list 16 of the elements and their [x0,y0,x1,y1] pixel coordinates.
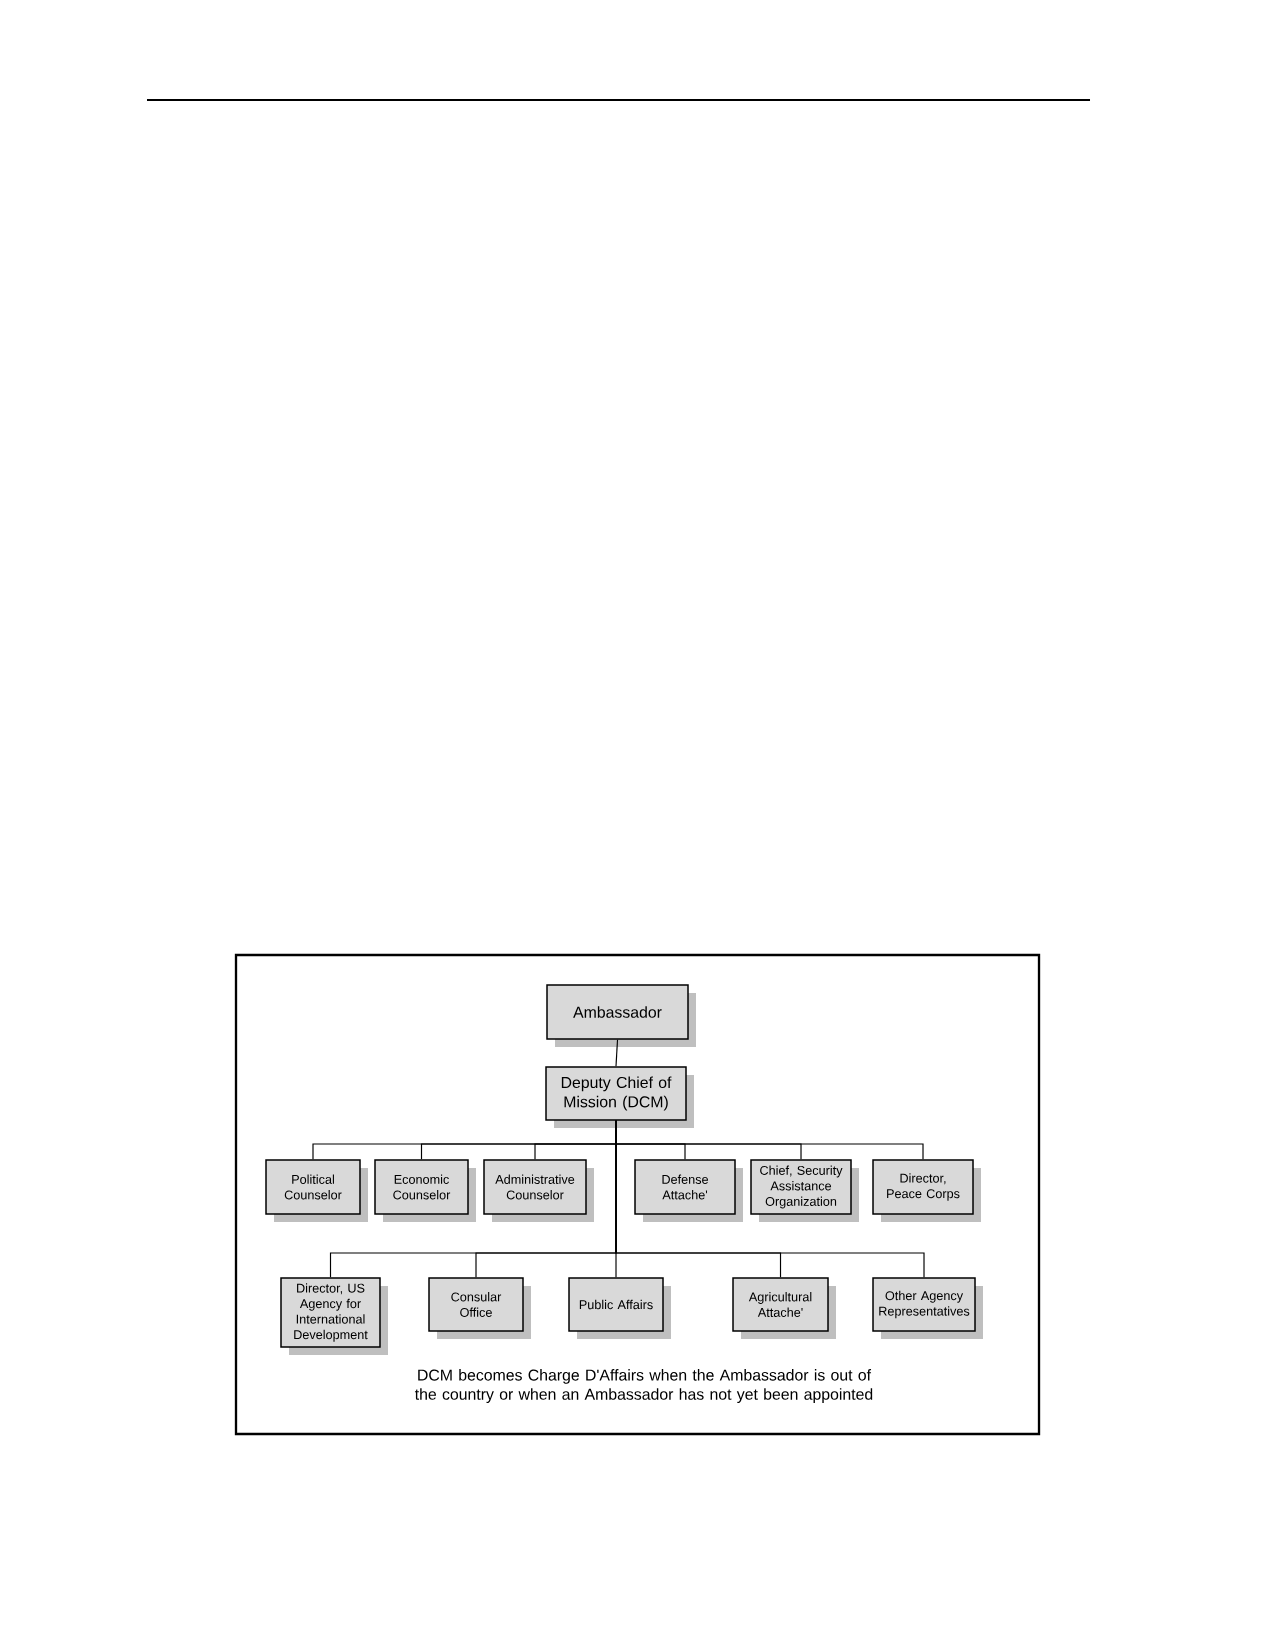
org-box: Political Counselor [265,1159,368,1222]
org-box: Defense Attache' [634,1159,743,1222]
org-box: Ambassador [546,984,696,1047]
org-box: Chief, Security Assistance Organization [750,1159,859,1222]
connector-line [615,1039,619,1067]
org-box: Deputy Chief of Mission (DCM) [545,1066,694,1128]
note-text: DCM becomes Charge D'Affairs when the Ambassador is out of the country or when an Ambassador has not yet been appointed [414,1369,873,1403]
org-box: Director, Peace Corps [872,1159,981,1222]
org-box: Administrative Counselor [483,1159,594,1222]
org-box: Other Agency Representatives [872,1277,983,1339]
org-box: Agricultural Attache' [732,1277,836,1339]
org-box: Director, US Agency for International Development [280,1277,388,1355]
org-box: Economic Counselor [374,1159,476,1222]
org-box: Public Affairs [568,1277,671,1339]
org-box: Consular Office [428,1277,531,1339]
connector-line [615,1120,925,1278]
